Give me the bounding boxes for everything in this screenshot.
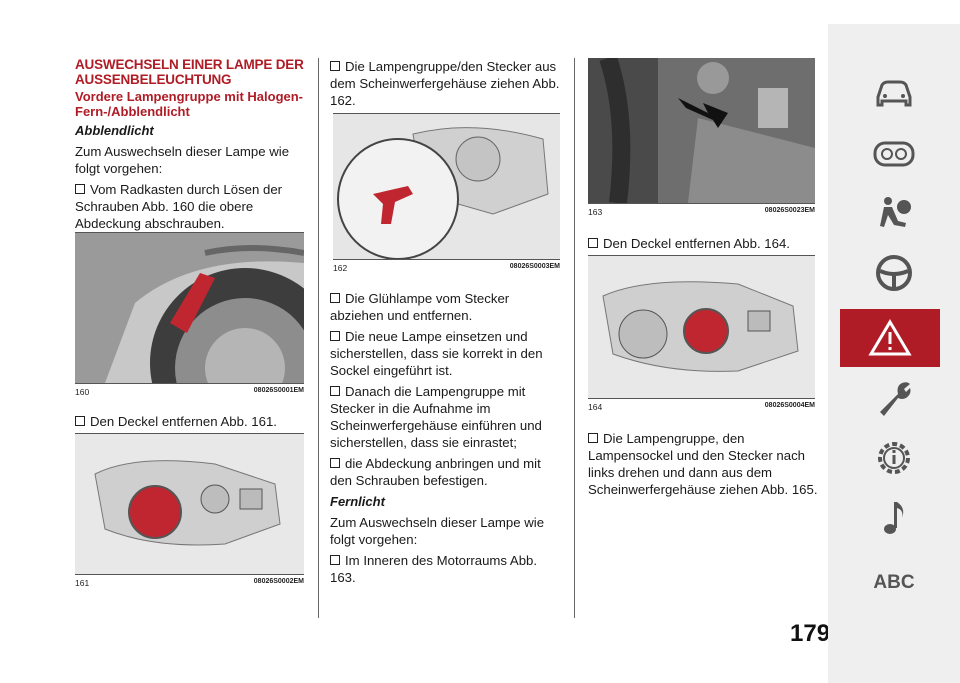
abc-index-icon[interactable]: ABC xyxy=(828,554,960,612)
page-number: 179 xyxy=(790,620,831,647)
step-item: Die Lampengruppe, den Lampensockel und d… xyxy=(588,430,818,498)
checkbox-bullet-icon xyxy=(75,184,85,194)
column-3-lower: Die Lampengruppe, den Lampensockel und d… xyxy=(588,430,818,502)
column-divider xyxy=(574,58,575,618)
column-2-lower: Die Glühlampe vom Stecker abziehen und e… xyxy=(330,290,560,590)
checkbox-bullet-icon xyxy=(330,458,340,468)
figure-code: 08026S0023EM xyxy=(764,207,815,214)
figure-161: 161 08026S0002EM xyxy=(75,433,304,588)
figure-image xyxy=(75,433,304,575)
step-text: Die Lampengruppe, den Lampensockel und d… xyxy=(588,431,818,497)
figure-number: 163 xyxy=(588,207,603,217)
figure-image xyxy=(333,113,560,260)
step-item: Den Deckel entfernen Abb. 164. xyxy=(588,235,818,252)
step-item: Die Glühlampe vom Stecker abziehen und e… xyxy=(330,290,560,324)
lamp-removal-illustration xyxy=(333,114,560,259)
column-1-lower: Den Deckel entfernen Abb. 161. xyxy=(75,413,305,434)
figure-caption: 162 08026S0003EM xyxy=(333,263,560,273)
figure-code: 08026S0002EM xyxy=(253,578,304,585)
step-text: Die Glühlampe vom Stecker abziehen und e… xyxy=(330,291,510,323)
figure-image xyxy=(588,58,815,204)
car-icon[interactable] xyxy=(828,64,960,122)
column-1: AUSWECHSELN EINER LAMPE DER AUSSENBELEUC… xyxy=(75,57,305,236)
steering-wheel-icon[interactable] xyxy=(828,244,960,302)
step-item: Im Inneren des Motorraums Abb. 163. xyxy=(330,552,560,586)
checkbox-bullet-icon xyxy=(330,386,340,396)
step-text: Den Deckel entfernen Abb. 164. xyxy=(603,236,790,251)
gear-info-icon[interactable] xyxy=(828,429,960,487)
figure-number: 164 xyxy=(588,402,603,412)
warning-triangle-icon[interactable] xyxy=(840,309,940,367)
figure-caption: 164 08026S0004EM xyxy=(588,402,815,412)
figure-163: 163 08026S0023EM xyxy=(588,58,815,217)
column-3-upper: Den Deckel entfernen Abb. 164. xyxy=(588,235,818,256)
airbag-icon[interactable] xyxy=(828,184,960,242)
checkbox-bullet-icon xyxy=(75,416,85,426)
figure-caption: 160 08026S0001EM xyxy=(75,387,304,397)
figure-caption: 161 08026S0002EM xyxy=(75,578,304,588)
checkbox-bullet-icon xyxy=(330,61,340,71)
step-text: Vom Radkasten durch Lösen der Schrauben … xyxy=(75,182,283,231)
figure-number: 160 xyxy=(75,387,90,397)
checkbox-bullet-icon xyxy=(330,293,340,303)
step-item: Vom Radkasten durch Lösen der Schrauben … xyxy=(75,181,305,232)
music-note-icon[interactable] xyxy=(828,489,960,547)
wrench-icon[interactable] xyxy=(828,369,960,427)
step-item: die Abdeckung anbringen und mit den Schr… xyxy=(330,455,560,489)
column-divider xyxy=(318,58,319,618)
abc-label: ABC xyxy=(873,572,915,593)
figure-164: 164 08026S0004EM xyxy=(588,255,815,412)
figure-code: 08026S0004EM xyxy=(764,402,815,409)
checkbox-bullet-icon xyxy=(588,238,598,248)
step-text: Den Deckel entfernen Abb. 161. xyxy=(90,414,277,429)
subhead-abblendlicht: Abblendlicht xyxy=(75,123,154,138)
step-text: die Abdeckung anbringen und mit den Schr… xyxy=(330,456,541,488)
dashboard-icon[interactable] xyxy=(828,124,960,182)
subhead-fernlicht: Fernlicht xyxy=(330,494,385,509)
column-2: Die Lampengruppe/den Stecker aus dem Sch… xyxy=(330,58,560,113)
engine-bay-illustration xyxy=(588,58,815,203)
step-text: Die neue Lampe einsetzen und sicherstell… xyxy=(330,329,543,378)
chapter-sidebar: ABC xyxy=(828,24,960,683)
figure-number: 161 xyxy=(75,578,90,588)
figure-image xyxy=(75,232,304,384)
intro-text: Zum Auswechseln dieser Lampe wie folgt v… xyxy=(75,144,290,176)
checkbox-bullet-icon xyxy=(330,331,340,341)
figure-160: 160 08026S0001EM xyxy=(75,232,304,397)
step-item: Die Lampengruppe/den Stecker aus dem Sch… xyxy=(330,58,560,109)
section-subtitle: Vordere Lampengruppe mit Halogen-Fern-/A… xyxy=(75,89,304,119)
step-item: Danach die Lampengruppe mit Stecker in d… xyxy=(330,383,560,451)
step-item: Den Deckel entfernen Abb. 161. xyxy=(75,413,305,430)
figure-code: 08026S0001EM xyxy=(253,387,304,394)
step-text: Die Lampengruppe/den Stecker aus dem Sch… xyxy=(330,59,560,108)
figure-number: 162 xyxy=(333,263,348,273)
step-text: Danach die Lampengruppe mit Stecker in d… xyxy=(330,384,542,450)
step-text: Im Inneren des Motorraums Abb. 163. xyxy=(330,553,538,585)
checkbox-bullet-icon xyxy=(588,433,598,443)
headlamp-rear-illustration xyxy=(75,434,304,574)
figure-162: 162 08026S0003EM xyxy=(333,113,560,273)
figure-caption: 163 08026S0023EM xyxy=(588,207,815,217)
step-item: Die neue Lampe einsetzen und sicherstell… xyxy=(330,328,560,379)
headlamp-cap-illustration xyxy=(588,256,815,398)
intro-text: Zum Auswechseln dieser Lampe wie folgt v… xyxy=(330,515,545,547)
figure-code: 08026S0003EM xyxy=(509,263,560,270)
figure-image xyxy=(588,255,815,399)
checkbox-bullet-icon xyxy=(330,555,340,565)
section-title: AUSWECHSELN EINER LAMPE DER AUSSENBELEUC… xyxy=(75,57,304,87)
wheel-arch-illustration xyxy=(75,233,304,383)
